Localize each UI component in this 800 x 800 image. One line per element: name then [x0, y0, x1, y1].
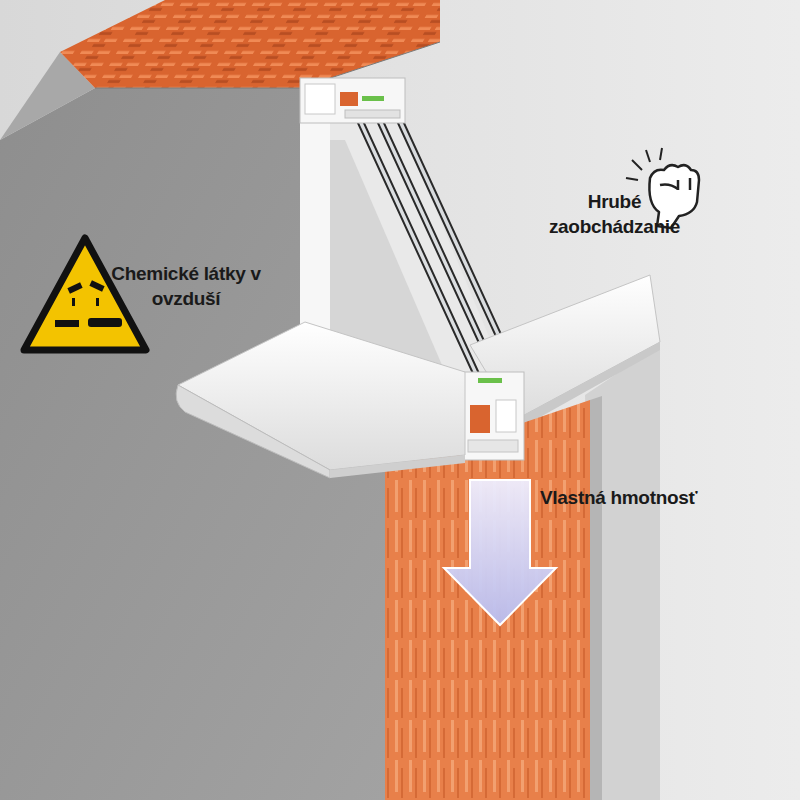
hazard-label: Vlastná hmotnosť: [540, 486, 780, 511]
hazard-label: Hrubé zaobchádzanie: [522, 190, 707, 239]
hazard-label: Chemické látky v ovzduší: [106, 262, 266, 311]
